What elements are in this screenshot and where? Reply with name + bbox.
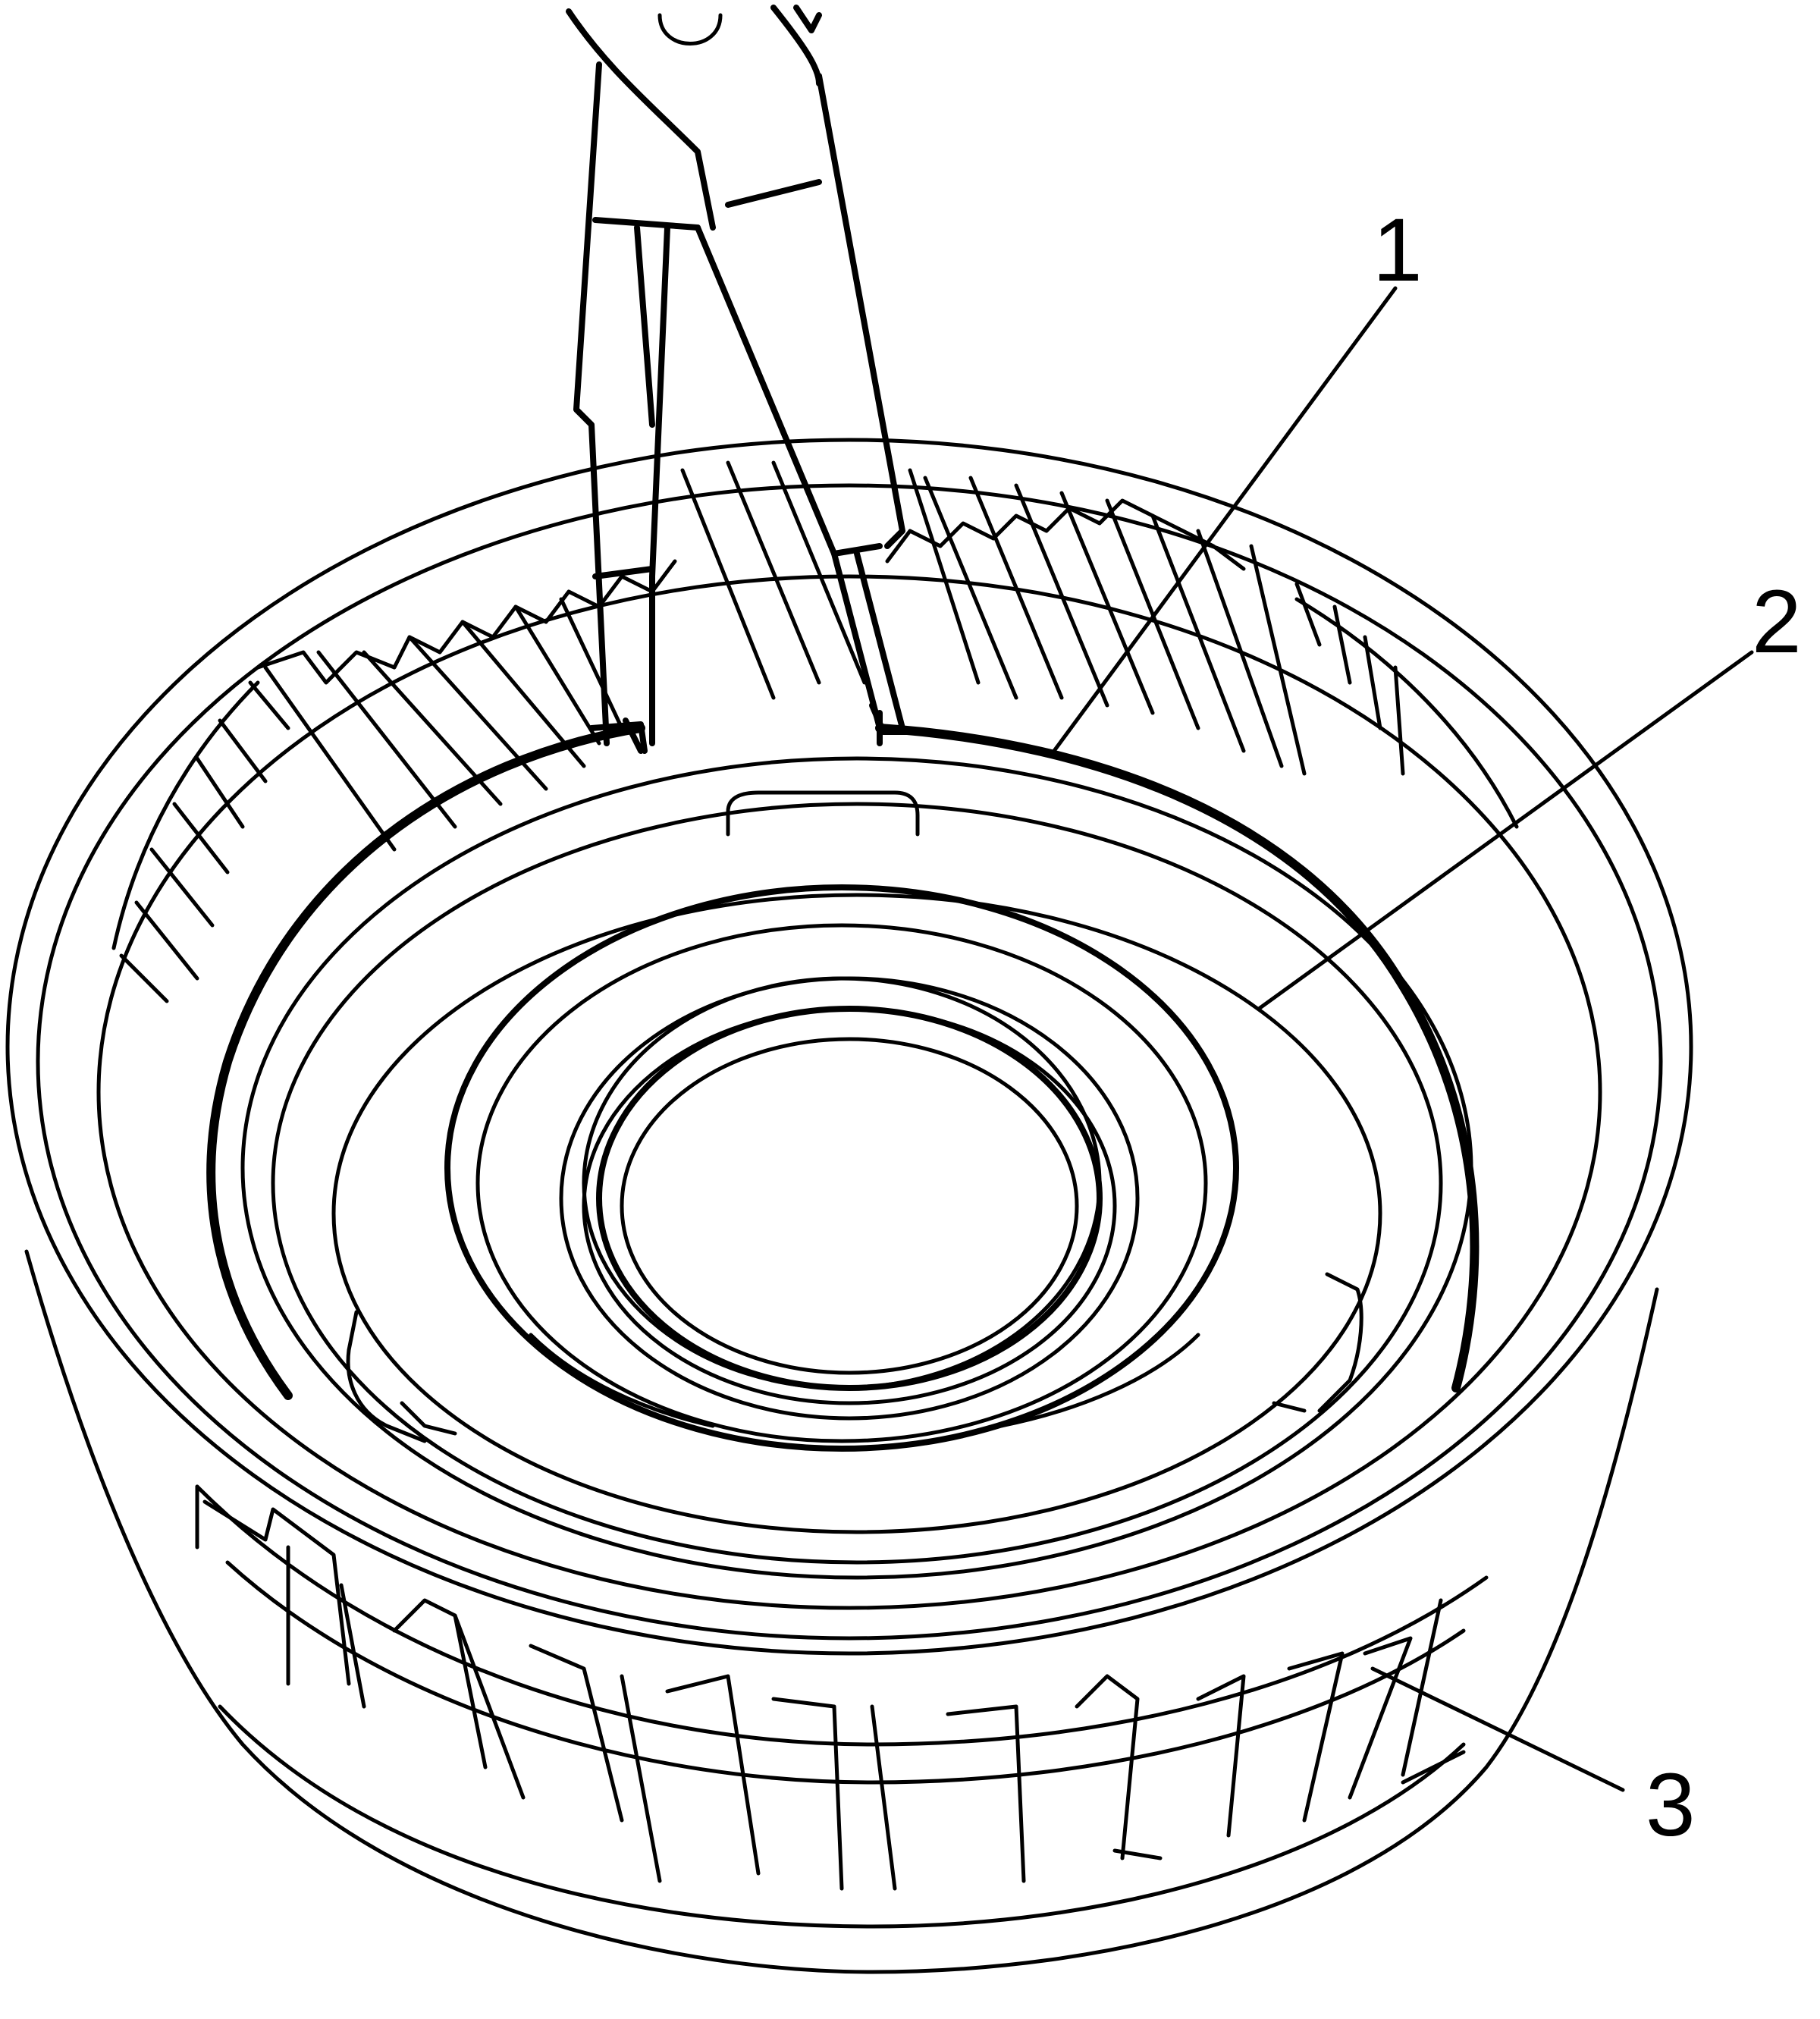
internal-helical-teeth xyxy=(111,460,1519,1003)
external-gear-teeth xyxy=(195,1484,1466,1891)
leader-line-3 xyxy=(1370,1666,1625,1792)
callout-2: 2 xyxy=(1752,572,1802,672)
leader-lines xyxy=(1052,286,1754,1792)
snap-ring-pliers xyxy=(566,5,921,754)
leader-line-1 xyxy=(1052,286,1398,753)
bearing-assembly xyxy=(240,756,1473,1580)
gear-housing xyxy=(5,438,1693,1974)
snap-ring xyxy=(206,710,1480,1400)
callout-3: 3 xyxy=(1646,1755,1696,1855)
leader-line-2 xyxy=(1257,650,1754,1011)
callout-1: 1 xyxy=(1373,200,1423,300)
